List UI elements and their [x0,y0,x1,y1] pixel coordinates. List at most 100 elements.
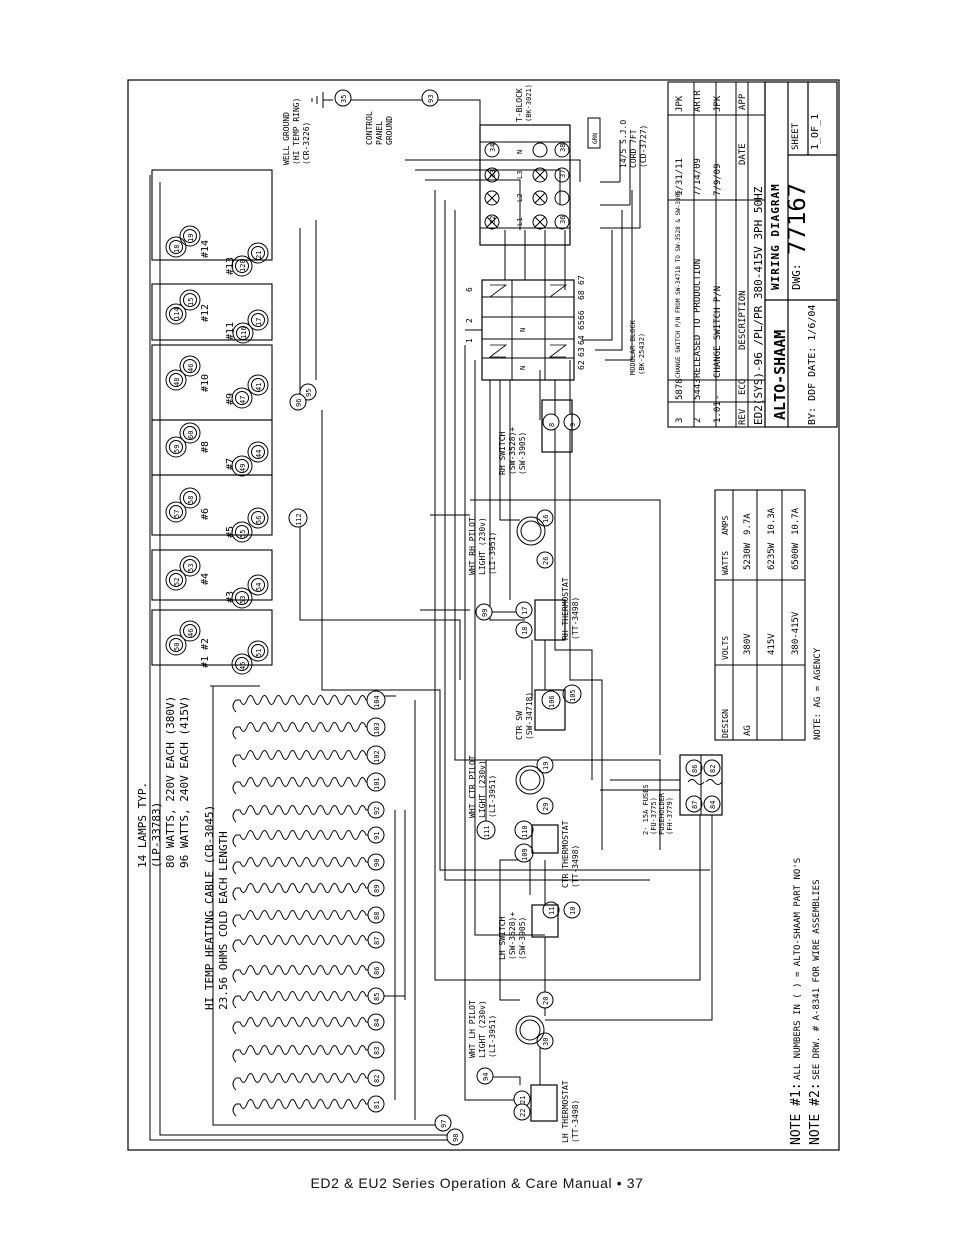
revision-table-cell: 2 [693,418,703,423]
wire-number: 83 [373,1047,381,1055]
lamp-wire-number: 114 [173,307,181,320]
lamp-wire-number: 48 [173,378,181,386]
wire-number: 92 [373,807,381,815]
control-ground-label: PANEL [375,121,384,145]
wire [569,360,603,850]
wire-number: 94 [482,1073,490,1081]
lamp-socket-inner [183,293,197,307]
wire-number-circle [685,759,703,777]
control-ground-label: GROUND [385,116,394,145]
cord-label: 14/5 S.J.O [619,120,628,168]
wire-number: 101 [373,777,381,790]
page-footer: ED2 & EU2 Series Operation & Care Manual… [310,1175,644,1191]
wire-number: 26 [542,557,550,565]
lamp-wire-number: 49 [239,464,247,472]
wiring-diagram-title: WIRING DIAGRAM [769,183,782,290]
heating-cable-loop [232,754,237,768]
ctr-thermostat-label: (TT-3498) [571,845,580,888]
lamp-socket [165,303,187,325]
lamp-socket [247,507,269,529]
tblock-terminal-label: N [516,150,524,154]
wire-number: 98 [452,1134,460,1142]
rh-switch-label: (SW-3905) [518,432,527,475]
wire-number: 19 [542,762,550,770]
heating-cable [236,1099,372,1109]
lamp-wire-number: 46 [187,629,195,637]
lamp-socket [232,322,254,344]
well-ground-label: WELL GROUND [282,112,291,165]
t-block: GRN [479,117,601,246]
lamp-label: #2 [200,638,211,650]
wire-number-circle [289,393,307,411]
wire-number: 86 [691,765,699,773]
modblock-number: 68 [577,290,586,300]
wire-number: 89 [373,885,381,893]
heating-cable-loop [232,1021,237,1035]
wiring-layer [149,99,713,1141]
sheet-number: 1_OF_1 [810,114,821,150]
wire-number-circle [541,690,561,710]
revision-table-cell: - [713,395,723,400]
terminal-screw [484,167,500,183]
wire-number-circle [367,987,385,1005]
wire-number-circle [536,991,554,1009]
lh-pilot-label: (LI-3951) [488,1015,497,1058]
wire-number-circle [515,601,533,619]
heating-cable-loop [232,939,237,953]
wire [605,190,633,361]
wire-number: 20 [542,997,550,1005]
revision-table-cell: 5878 [675,378,685,400]
wire-number: 82 [709,765,717,773]
terminal-screw [532,142,548,158]
lamp-socket-inner [251,644,265,658]
lamp-socket [231,255,253,277]
lamp-socket-inner [183,426,197,440]
well-ground-label: (CR-3226) [302,122,311,165]
terminal-screw [532,190,548,206]
heating-cable [236,965,372,975]
lamp-socket-inner [183,624,197,638]
dwg-label: DWG: [790,264,803,291]
heating-cable-loop [232,995,237,1009]
rh-switch-label: (SW-3528)+ [508,427,517,475]
lamp-label: #1 [200,656,211,668]
ctr-pilot-light [515,765,545,795]
wire-number: 30 [542,1038,550,1046]
heating-cable [236,830,372,840]
wire-number: 9 [569,423,577,427]
wire [464,345,520,1101]
cord-label: (CD-3727) [639,125,648,168]
wire-number: 82 [373,1075,381,1083]
wire-number: 112 [295,513,303,526]
wire-number: 84 [373,1019,381,1027]
lamp-label: #8 [200,441,211,453]
wire-number: 18 [521,627,529,635]
lamps-part: (LP-33783) [150,802,163,868]
design-table-note: NOTE: AG = AGENCY [813,647,823,740]
design-table-cell: 380-415V [791,611,801,655]
wire-number: 93 [427,95,435,103]
lamp-socket-inner [235,259,249,273]
tblock-bottom-number: 38 [559,144,567,152]
wire-number-circle [536,756,554,774]
ctr-switch [534,689,566,731]
lamp-socket [179,355,201,377]
wire-number-circle [446,1128,464,1146]
lamps-note: 14 LAMPS TYP. [136,782,149,868]
modblock-number: 62 [577,360,586,370]
lamp-socket [247,640,269,662]
revision-table-cell: 5443 [693,378,703,400]
lamp-wire-number: 54 [255,583,263,591]
wire [149,175,460,1141]
design-table-header: DESIGN [721,709,730,738]
wire [554,380,593,780]
wire [499,380,520,521]
note1-text: ALL NUMBERS IN ( ) = ALTO-SHAAM PART NO'… [793,858,803,1080]
design-table-cell: AG [743,725,753,736]
lamp-socket [179,555,201,577]
heating-cable-loop [232,1077,237,1091]
tblock-top-number: 33 [489,170,497,178]
wire-number-circle [536,797,554,815]
cable-spec: 23.56 OHMS COLD EACH LENGTH [217,831,230,1010]
lamp-socket [165,634,187,656]
